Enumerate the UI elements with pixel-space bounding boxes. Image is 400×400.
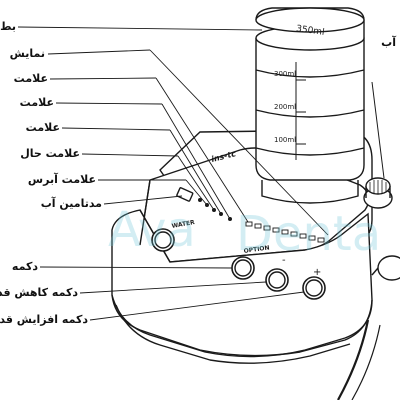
callout-status-sign: علامت حال xyxy=(20,147,80,160)
callout-sign-1: علامت xyxy=(13,72,48,85)
water-bottle: 350ml 300ml 200ml 100ml xyxy=(255,7,365,204)
increase-button[interactable] xyxy=(302,276,326,300)
bottle-capacity-label: 350ml xyxy=(295,24,325,38)
power-level-leds xyxy=(245,221,325,243)
bottle-mark-300: 300ml xyxy=(274,70,296,78)
water-button-label: WATER xyxy=(171,219,196,230)
decrease-button[interactable] xyxy=(265,268,289,292)
callout-decrease-button: دکمه کاهش قد xyxy=(0,286,78,299)
minus-symbol: - xyxy=(282,255,286,266)
callout-sign-2: علامت xyxy=(19,96,54,109)
callout-water-right: آب xyxy=(381,36,396,49)
callout-water-sign: علامت آبرس xyxy=(27,173,96,186)
callout-lines xyxy=(17,26,329,321)
water-button[interactable] xyxy=(151,228,175,252)
option-label: OPTION xyxy=(243,244,270,255)
water-supply-switch[interactable] xyxy=(176,187,194,202)
bottle-mark-100: 100ml xyxy=(274,136,296,144)
bottle-mark-200: 200ml xyxy=(274,103,296,111)
plus-symbol: + xyxy=(313,267,321,278)
callout-sign-3: علامت xyxy=(25,121,60,134)
callout-option-button: دکمه xyxy=(11,260,38,273)
callout-display: نمایش xyxy=(9,47,45,60)
callout-increase-button: دکمه افزایش قد xyxy=(0,313,88,326)
watermark-left: Ava xyxy=(108,202,196,258)
watermark-right: Denta xyxy=(236,206,381,262)
callout-bottle: بط xyxy=(0,20,16,33)
watermark: Ava Denta xyxy=(108,202,381,262)
water-adjust-knob[interactable] xyxy=(363,81,393,209)
callout-water-supply: مدتامین آب xyxy=(40,197,102,210)
